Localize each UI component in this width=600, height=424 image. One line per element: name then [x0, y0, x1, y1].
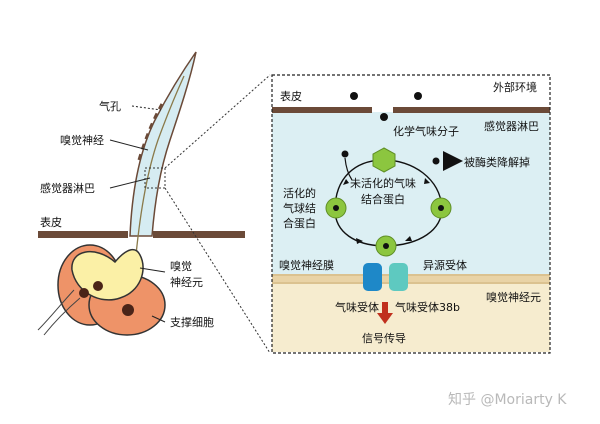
sensillum-pore-dashes: [137, 103, 164, 161]
zoom-panel-frame: [271, 74, 551, 354]
label-olfactory-neuron-right: 嗅觉神经元: [486, 290, 541, 304]
axon: [37, 289, 75, 331]
odor-dot-3: [380, 113, 388, 121]
degraded-dot: [432, 157, 440, 165]
active-obp-right-dot: [438, 205, 444, 211]
epidermis-bar-left: [38, 231, 128, 238]
dendrite-line: [135, 75, 185, 256]
neuron-membrane-band: [272, 274, 550, 284]
label-active-obp-1: 活化的: [283, 186, 316, 200]
cycle-arrow-4: [405, 236, 412, 241]
label-degraded: 被酶类降解掉: [464, 155, 530, 169]
olfactory-neuron-left: [71, 248, 144, 301]
nucleus-3: [122, 304, 134, 316]
zoom-source-box: [144, 167, 166, 189]
label-lymph-right: 感觉器淋巴: [484, 120, 539, 133]
cycle-arrow-1: [343, 179, 349, 185]
zoom-panel: [271, 74, 551, 354]
nucleus-2: [93, 281, 103, 291]
label-inactive-obp-2: 结合蛋白: [361, 192, 405, 206]
epidermis-bar-right-2: [393, 107, 550, 113]
label-neuron-membrane: 嗅觉神经膜: [279, 258, 334, 272]
label-heterologous-receptor: 异源受体: [423, 258, 467, 272]
label-epidermis-right: 表皮: [280, 89, 302, 103]
nucleus-1: [79, 288, 89, 298]
label-odor-receptor-38b: 气味受体38b: [395, 300, 460, 314]
label-air-hole: 气孔: [99, 99, 121, 113]
label-epidermis-left: 表皮: [40, 215, 62, 229]
label-support-cell: 支撑细胞: [170, 315, 214, 329]
pointer-olfactory-nerve: [109, 139, 149, 151]
epidermis-bar-right-1: [272, 107, 372, 113]
odor-receptor-teal: [389, 263, 408, 291]
zoom-line-bottom: [164, 187, 271, 354]
label-odor-receptor: 气味受体: [335, 300, 379, 314]
neuron-area: [272, 284, 550, 352]
label-neuron-left-1: 嗅觉: [170, 259, 192, 273]
lymph-area: [272, 112, 550, 274]
label-olfactory-nerve: 嗅觉神经: [60, 133, 104, 147]
odor-dot-4: [341, 150, 349, 158]
pointer-air-hole: [131, 105, 162, 111]
label-inactive-obp-1: 未活化的气味: [350, 176, 416, 190]
epidermis-bar-left-2: [153, 231, 245, 238]
label-neuron-left-2: 神经元: [170, 275, 203, 289]
watermark: 知乎 @Moriarty K: [448, 391, 567, 408]
odor-dot-1: [350, 92, 358, 100]
active-obp-left-dot: [333, 205, 339, 211]
zoom-line-top: [164, 74, 271, 169]
pointer-lymph-left: [109, 177, 151, 189]
label-signal-transduction: 信号传导: [362, 332, 406, 345]
odor-receptor-blue: [363, 263, 382, 291]
odor-entry-line: [344, 157, 353, 181]
axon-2: [43, 297, 81, 336]
signal-arrow-head: [377, 313, 393, 324]
label-active-obp-3: 合蛋白: [283, 216, 316, 230]
cycle-arrow-3: [356, 238, 363, 244]
signal-arrow-shaft: [382, 302, 388, 314]
label-lymph-left: 感觉器淋巴: [40, 182, 95, 195]
pointer-support: [151, 315, 166, 323]
odor-dot-2: [414, 92, 422, 100]
label-odor-molecule: 化学气味分子: [393, 124, 459, 138]
obp-at-receptor-dot: [383, 243, 389, 249]
inactive-obp-hexagon: [372, 147, 396, 173]
cycle-arrow-2: [424, 178, 430, 184]
sensillum-hair: [129, 51, 197, 237]
label-active-obp-2: 气球结: [283, 201, 316, 215]
pointer-neuron-left: [139, 267, 166, 273]
label-external-env: 外部环境: [493, 80, 537, 94]
